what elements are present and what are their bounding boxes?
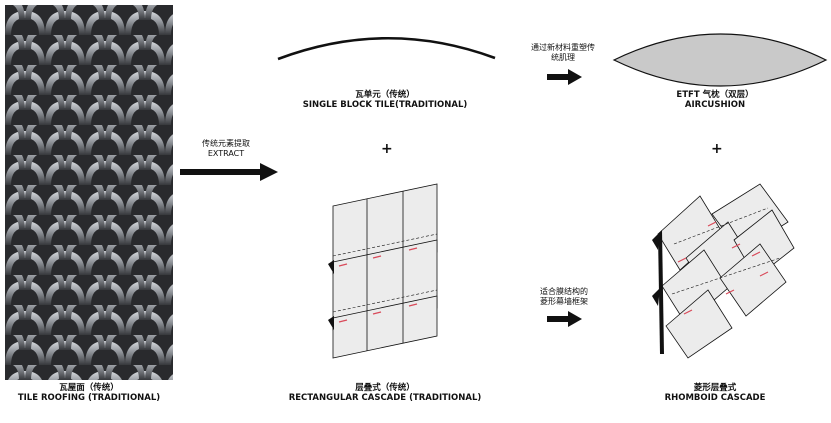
new-material-note-line1: 通过新材料重塑传 (531, 43, 595, 52)
photo-caption: 瓦屋面（传统） TILE ROOFING (TRADITIONAL) (5, 383, 173, 403)
rhomboid-cascade-diagram (652, 183, 795, 359)
plus-icon: + (711, 141, 723, 157)
photo-caption-cn: 瓦屋面（传统） (59, 383, 119, 393)
rect-cascade-caption: 层叠式（传统） RECTANGULAR CASCADE (TRADITIONAL… (285, 383, 485, 403)
photo-caption-en: TILE ROOFING (TRADITIONAL) (17, 393, 161, 403)
etfe-caption: ETFT 气枕（双层） AIRCUSHION (620, 90, 810, 110)
rect-cascade-caption-cn: 层叠式（传统） (355, 383, 415, 393)
new-material-note: 通过新材料重塑传 统肌理 (522, 43, 604, 63)
plus-icon: + (381, 141, 393, 157)
single-tile-arc (277, 36, 496, 61)
etfe-caption-cn: ETFT 气枕（双层） (676, 90, 754, 100)
single-tile-caption-en: SINGLE BLOCK TILE(TRADITIONAL) (302, 100, 468, 110)
rectangular-cascade-diagram (328, 183, 438, 359)
rect-cascade-caption-en: RECTANGULAR CASCADE (TRADITIONAL) (288, 393, 482, 403)
arrow-right-icon (547, 311, 582, 327)
extract-note-cn: 传统元素提取 (202, 139, 250, 148)
arrow-right-icon (180, 163, 278, 181)
rhomboid-caption: 菱形层叠式 RHOMBOID CASCADE (630, 383, 800, 403)
tile-roof-photo (5, 5, 173, 380)
air-cushion-shape (612, 33, 828, 87)
etfe-caption-en: AIRCUSHION (684, 100, 746, 110)
new-material-note-line2: 统肌理 (551, 53, 575, 62)
membrane-note: 适合膜结构的 菱形幕墙框架 (526, 287, 602, 307)
rhomboid-caption-en: RHOMBOID CASCADE (664, 393, 766, 403)
extract-note: 传统元素提取 EXTRACT (185, 139, 267, 159)
membrane-note-line1: 适合膜结构的 (540, 287, 588, 296)
arrow-right-icon (547, 69, 582, 85)
single-tile-caption-cn: 瓦单元（传统） (355, 90, 415, 100)
single-tile-caption: 瓦单元（传统） SINGLE BLOCK TILE(TRADITIONAL) (290, 90, 480, 110)
rhomboid-caption-cn: 菱形层叠式 (693, 383, 737, 393)
membrane-note-line2: 菱形幕墙框架 (540, 297, 588, 306)
extract-note-en: EXTRACT (207, 149, 245, 158)
